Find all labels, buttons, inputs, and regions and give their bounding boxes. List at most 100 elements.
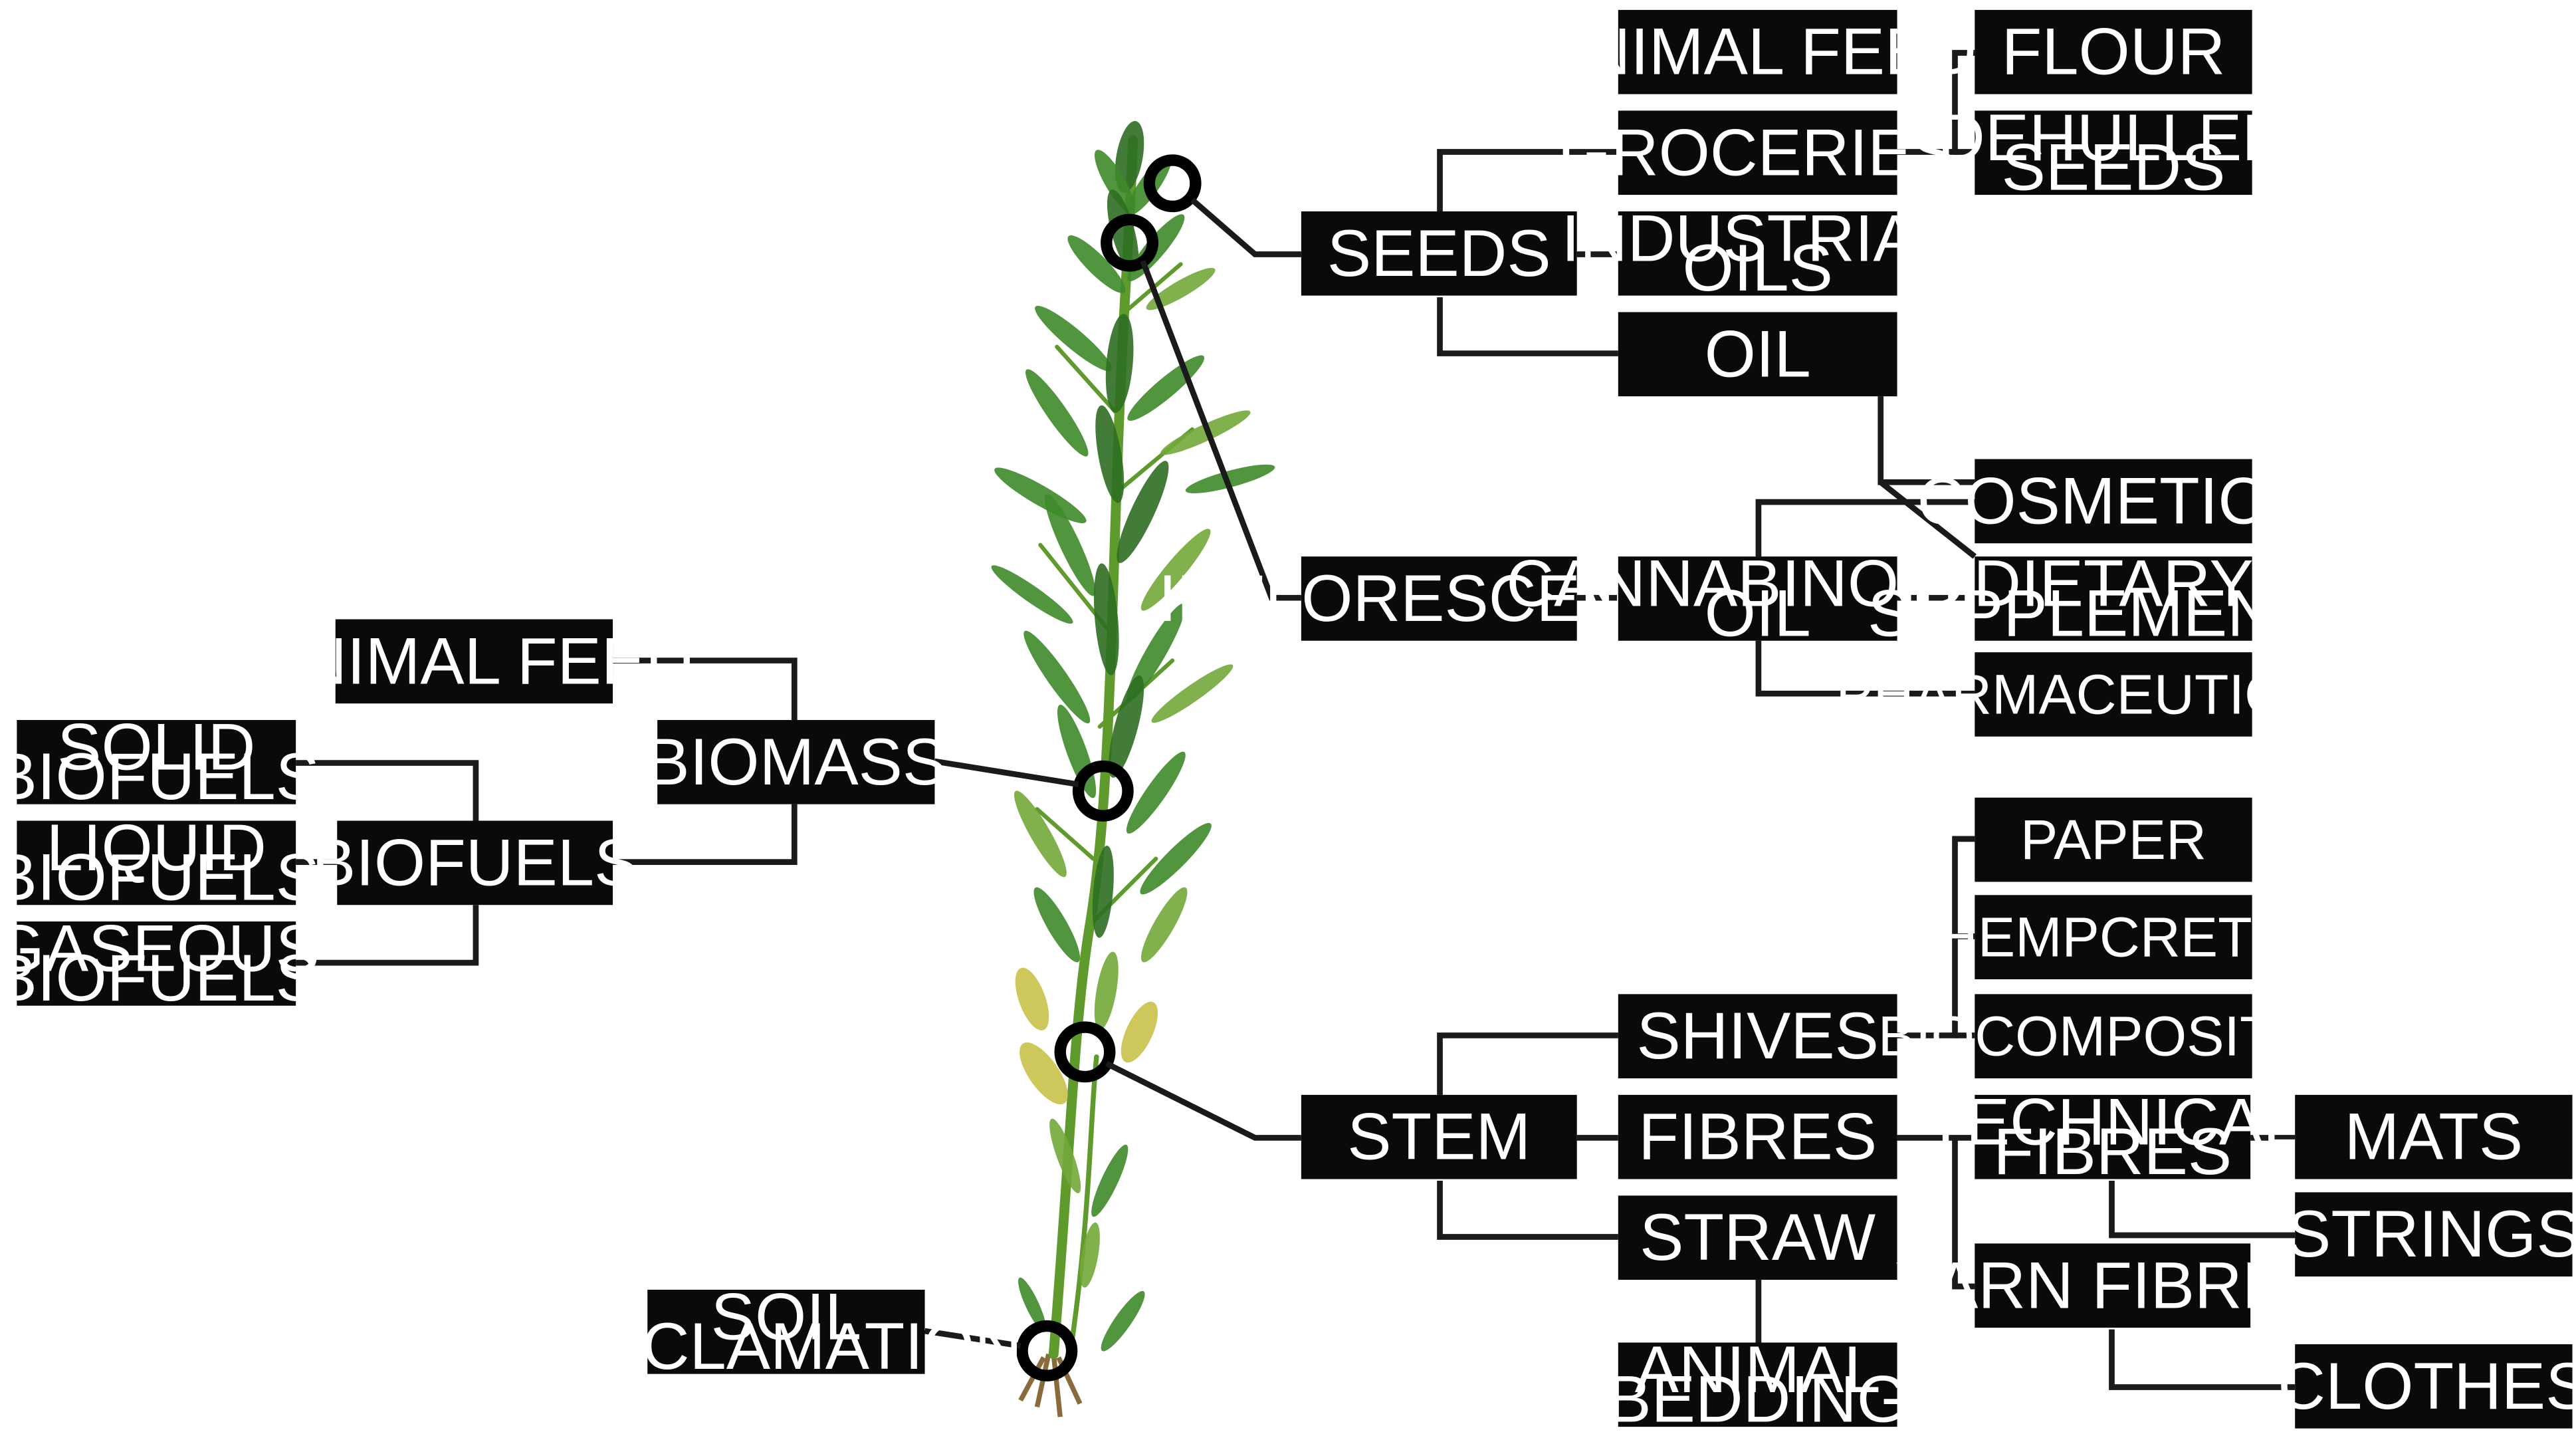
node-paper: PAPER bbox=[1975, 797, 2252, 882]
node-straw: STRAW bbox=[1618, 1195, 1897, 1280]
node-box bbox=[337, 820, 613, 905]
node-label: BIOCOMPOSITES bbox=[1878, 1005, 2349, 1068]
node-cosmetics: COSMETICS bbox=[1917, 459, 2310, 544]
biomass-marker bbox=[1072, 760, 1134, 822]
node-box bbox=[1975, 1094, 2251, 1179]
node-label: SHIVES bbox=[1636, 999, 1878, 1073]
node-label: HEMPCRETE bbox=[1937, 906, 2290, 969]
node-box bbox=[1618, 1094, 1897, 1179]
node-biocomposites: BIOCOMPOSITES bbox=[1878, 994, 2349, 1079]
node-biofuels: BIOFUELS bbox=[312, 820, 638, 905]
node-label: COSMETICS bbox=[1917, 464, 2310, 538]
node-seeds: SEEDS bbox=[1301, 211, 1577, 296]
node-label: OIL bbox=[1705, 576, 1811, 650]
node-label: STRINGS bbox=[2287, 1197, 2576, 1271]
node-shives: SHIVES bbox=[1618, 994, 1897, 1079]
node-box bbox=[1618, 1195, 1897, 1280]
node-label: SEEDS bbox=[2002, 131, 2226, 205]
node-pharmaceuticals: PHARMACEUTICALS bbox=[1836, 652, 2391, 737]
node-biomass: BIOMASS bbox=[645, 720, 946, 804]
node-label: FIBRES bbox=[1993, 1115, 2232, 1189]
node-box bbox=[1301, 211, 1577, 296]
node-label: ANIMAL FEED bbox=[255, 624, 693, 698]
node-label: LIQUID bbox=[47, 811, 267, 885]
hemp-plant-illustration bbox=[991, 121, 1275, 1417]
node-label: DIETARY bbox=[1973, 547, 2253, 621]
node-box bbox=[1301, 1094, 1577, 1179]
node-label: ANIMAL bbox=[1635, 1333, 1881, 1407]
node-box bbox=[17, 820, 296, 905]
node-label: YARN FIBRES bbox=[1895, 1249, 2330, 1322]
node-box bbox=[1618, 9, 1897, 94]
node-box bbox=[1618, 312, 1897, 397]
node-box bbox=[335, 619, 613, 704]
node-label: BIOFUELS bbox=[0, 941, 320, 1015]
node-box bbox=[1975, 797, 2252, 882]
node-label: INDUSTRIAL bbox=[1561, 201, 1954, 275]
seeds-marker bbox=[1143, 154, 1202, 213]
node-label: SOIL bbox=[711, 1280, 861, 1354]
node-label: SEEDS bbox=[1327, 217, 1551, 291]
node-label: STRAW bbox=[1640, 1201, 1876, 1274]
node-label: SUPPLEMENTS bbox=[1868, 576, 2359, 650]
node-clothes: CLOTHES bbox=[2278, 1344, 2576, 1429]
node-stem: STEM bbox=[1301, 1094, 1577, 1179]
node-box bbox=[1618, 994, 1897, 1079]
node-label: STEM bbox=[1347, 1100, 1531, 1174]
node-strings: STRINGS bbox=[2287, 1192, 2576, 1277]
node-mats: MATS bbox=[2295, 1094, 2573, 1179]
node-label: SOLID bbox=[57, 710, 255, 784]
node-box bbox=[1975, 9, 2252, 94]
node-box bbox=[17, 720, 296, 804]
node-animal-feed-left: ANIMAL FEED bbox=[255, 619, 693, 704]
node-label: BEDDING bbox=[1607, 1363, 1908, 1437]
node-box bbox=[647, 1289, 925, 1374]
node-box bbox=[1618, 211, 1897, 296]
connector-lines bbox=[296, 50, 2296, 1390]
node-label: GROCERIES bbox=[1560, 116, 1956, 189]
node-label: MATS bbox=[2345, 1100, 2523, 1174]
plant-foliage bbox=[991, 121, 1275, 1352]
node-label: RECLAMATION bbox=[550, 1310, 1022, 1383]
node-box bbox=[1975, 994, 2252, 1079]
node-box bbox=[17, 921, 296, 1006]
node-box bbox=[1301, 556, 1577, 641]
node-animal-feed-top: ANIMAL FEED bbox=[1539, 9, 1977, 94]
node-box bbox=[2295, 1094, 2573, 1179]
node-label: GASEOUS bbox=[0, 912, 320, 986]
node-label: CANNABINOIDS bbox=[1507, 547, 2009, 621]
node-box bbox=[2295, 1192, 2573, 1277]
node-label: FLOUR bbox=[2002, 15, 2226, 89]
node-box bbox=[1975, 110, 2252, 195]
node-box bbox=[1975, 652, 2252, 737]
node-label: OIL bbox=[1705, 317, 1811, 391]
node-box bbox=[1975, 895, 2252, 979]
node-box bbox=[1618, 1342, 1897, 1427]
node-label: CLOTHES bbox=[2278, 1350, 2576, 1423]
node-fibres: FIBRES bbox=[1618, 1094, 1897, 1179]
node-flour: FLOUR bbox=[1975, 9, 2252, 94]
node-label: PAPER bbox=[2020, 808, 2206, 871]
node-label: ANIMAL FEED bbox=[1539, 15, 1977, 89]
node-box bbox=[1618, 556, 1897, 641]
node-box bbox=[1975, 1243, 2251, 1328]
stem-marker bbox=[1054, 1021, 1116, 1083]
inflorescence-marker bbox=[1101, 213, 1159, 272]
node-label: BIOFUELS bbox=[0, 740, 320, 814]
node-box bbox=[1975, 556, 2252, 641]
node-label: OILS bbox=[1682, 231, 1832, 305]
node-box bbox=[1618, 110, 1897, 195]
node-yarn-fibres: YARN FIBRES bbox=[1895, 1243, 2330, 1328]
node-groceries: GROCERIES bbox=[1560, 110, 1956, 195]
node-label: BIOFUELS bbox=[312, 826, 638, 900]
